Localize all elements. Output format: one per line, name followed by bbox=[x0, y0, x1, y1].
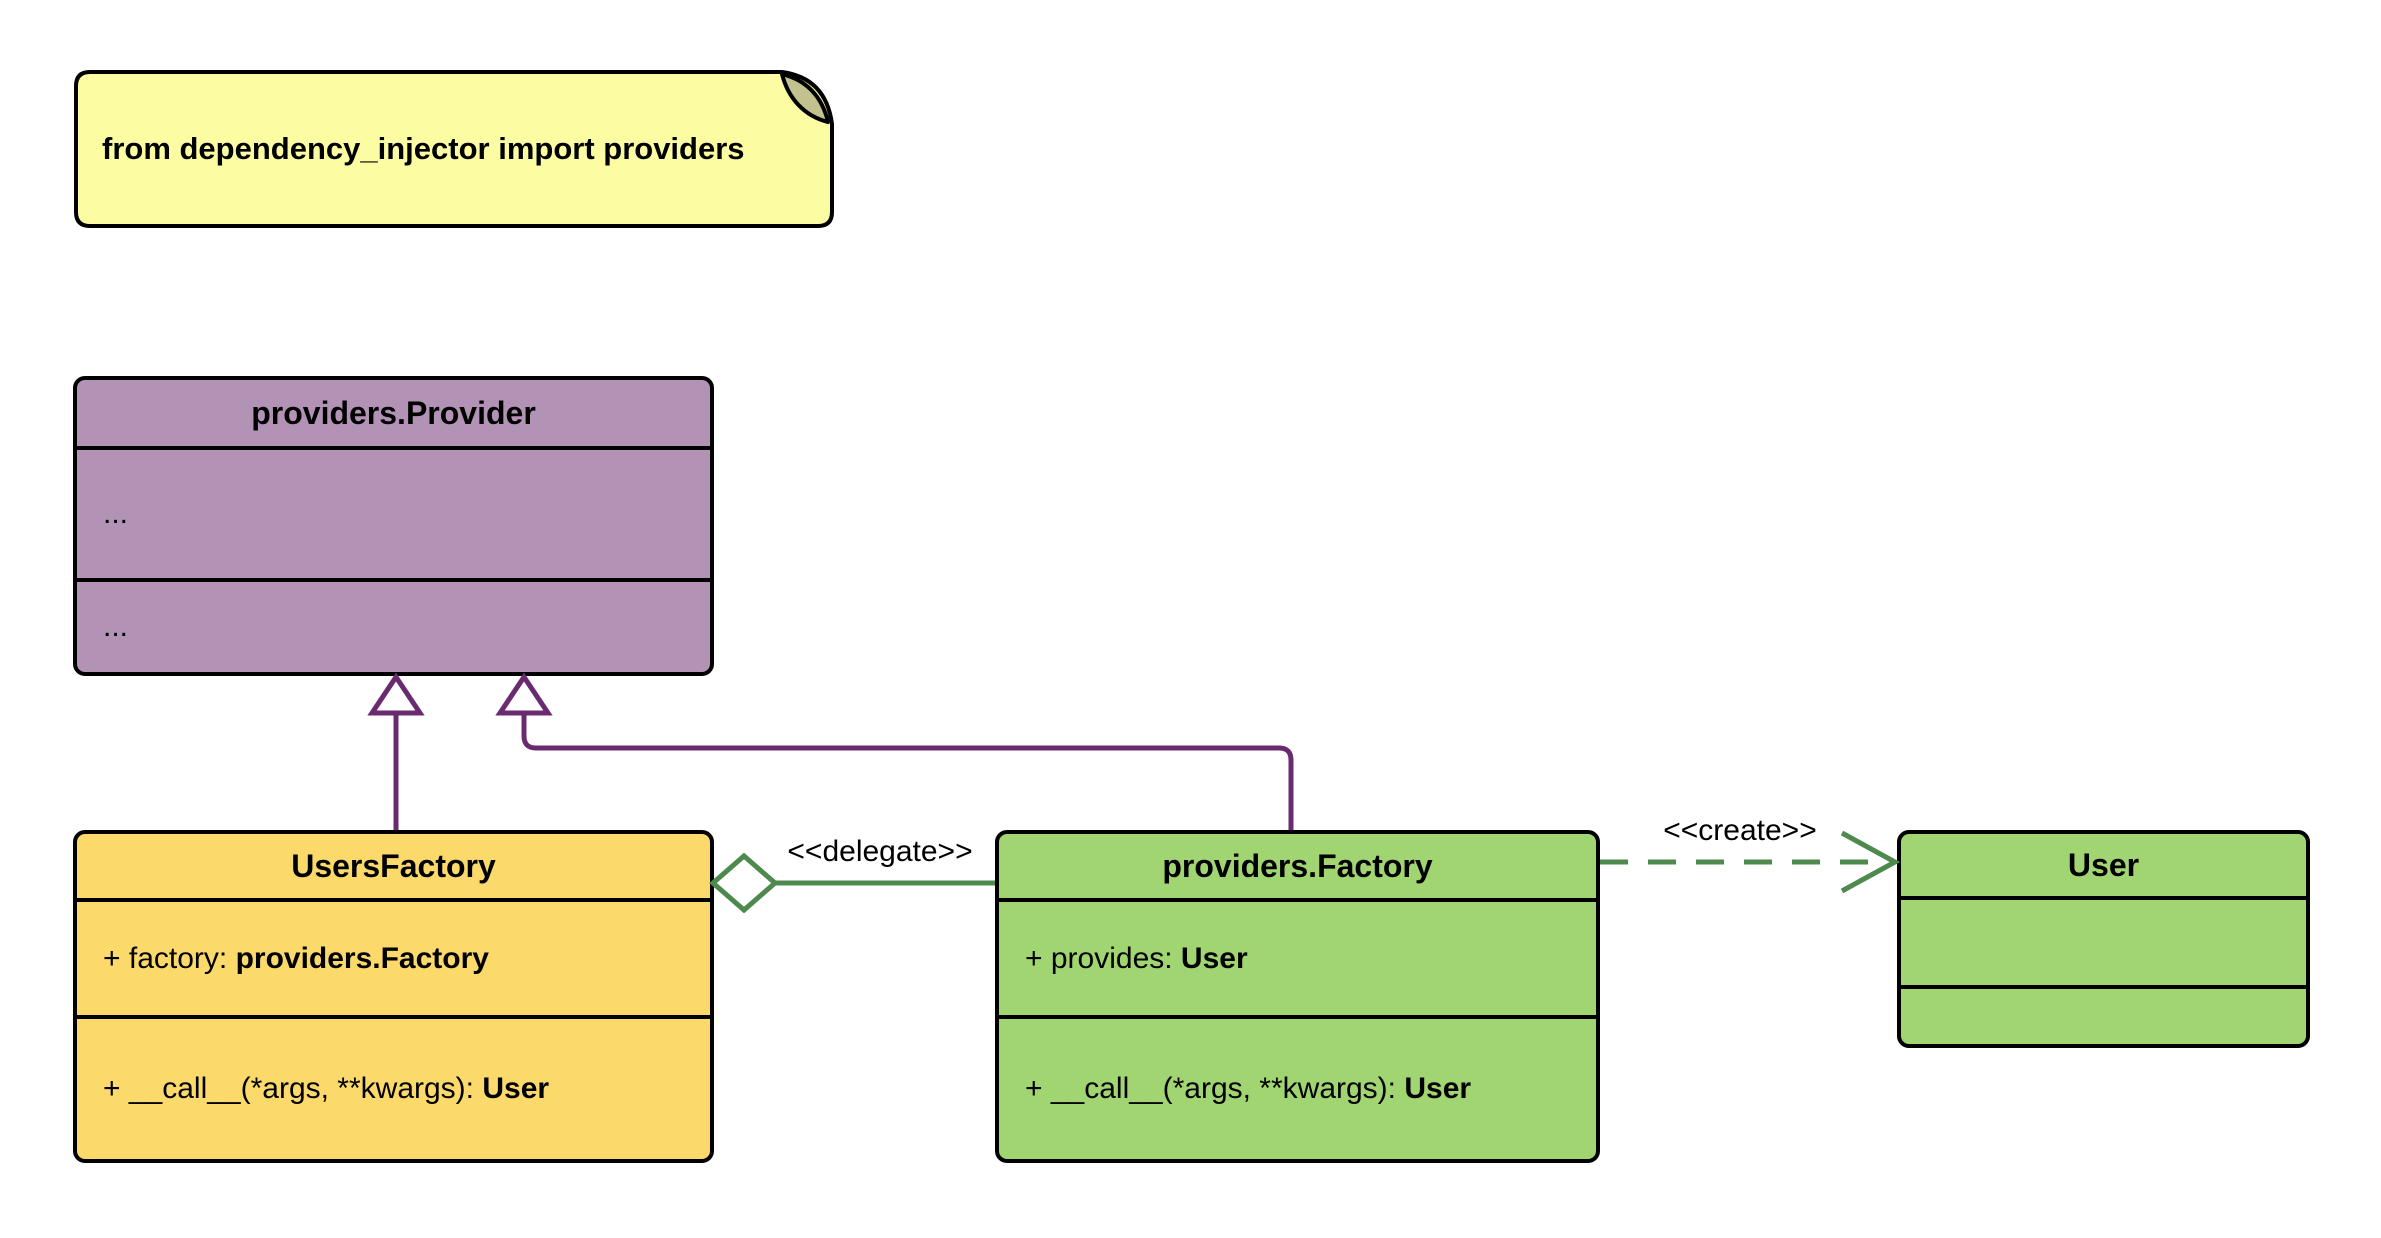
attribute-text: + provides: User bbox=[1025, 941, 1248, 975]
delegate-label: <<delegate>> bbox=[787, 835, 973, 868]
class-title: providers.Factory bbox=[1162, 847, 1433, 884]
attributes-placeholder: ... bbox=[103, 497, 129, 530]
methods-placeholder: ... bbox=[103, 610, 129, 643]
class-box-users-factory: UsersFactory + factory: providers.Factor… bbox=[73, 830, 714, 1163]
method-text: + __call__(*args, **kwargs): User bbox=[1025, 1072, 1472, 1105]
create-label: <<create>> bbox=[1663, 814, 1817, 847]
class-methods-compartment: + __call__(*args, **kwargs): User bbox=[77, 1015, 710, 1159]
create-arrowhead-icon bbox=[1840, 830, 1901, 894]
aggregation-diamond-icon bbox=[709, 852, 779, 914]
class-box-providers-provider: providers.Provider ... ... bbox=[73, 376, 714, 676]
generalization-triangle-right-icon bbox=[495, 672, 553, 716]
class-attributes-compartment: ... bbox=[77, 446, 710, 578]
generalization-triangle-left-icon bbox=[367, 672, 425, 716]
class-title: providers.Provider bbox=[251, 394, 536, 431]
class-title: User bbox=[2067, 846, 2140, 883]
class-attributes-compartment: + provides: User bbox=[999, 898, 1596, 1015]
class-attributes-compartment: + factory: providers.Factory bbox=[77, 898, 710, 1015]
class-box-user: User bbox=[1897, 830, 2310, 1048]
class-methods-compartment bbox=[1901, 985, 2306, 1044]
generalization-line-factory bbox=[521, 713, 1294, 830]
method-text: + __call__(*args, **kwargs): User bbox=[103, 1072, 550, 1105]
note: from dependency_injector import provider… bbox=[102, 131, 745, 166]
class-title: UsersFactory bbox=[291, 847, 496, 884]
class-methods-compartment: + __call__(*args, **kwargs): User bbox=[999, 1015, 1596, 1159]
class-methods-compartment: ... bbox=[77, 578, 710, 672]
class-attributes-compartment bbox=[1901, 896, 2306, 985]
attribute-text: + factory: providers.Factory bbox=[103, 941, 489, 975]
class-box-providers-factory: providers.Factory + provides: User + __c… bbox=[995, 830, 1600, 1163]
